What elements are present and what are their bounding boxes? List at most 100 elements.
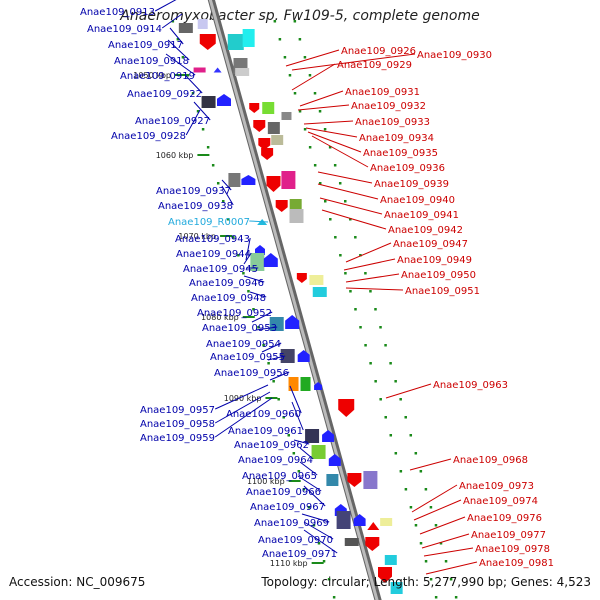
gene-label-left[interactable]: Anae109_0957 <box>140 405 215 416</box>
gene-label-left[interactable]: Anae109_0919 <box>120 71 195 82</box>
gene-label-left[interactable]: Anae109_R0007 <box>168 217 250 228</box>
gene-label-left[interactable]: Anae109_0922 <box>127 89 202 100</box>
track-tick <box>186 74 190 77</box>
gene-label-left[interactable]: Anae109_0952 <box>197 308 272 319</box>
track-tick <box>303 56 307 59</box>
gene-label-left[interactable]: Anae109_0959 <box>140 433 215 444</box>
gene-label-right[interactable]: Anae109_0968 <box>453 455 528 466</box>
gene-label-right[interactable]: Anae109_0977 <box>471 530 546 541</box>
gene-leader-line <box>291 63 336 91</box>
gene-label-right[interactable]: Anae109_0936 <box>370 163 445 174</box>
gene-feature <box>267 122 280 134</box>
gene-label-left[interactable]: Anae109_0927 <box>135 116 210 127</box>
gene-label-left[interactable]: Anae109_0970 <box>258 535 333 546</box>
gene-label-left[interactable]: Anae109_0938 <box>158 201 233 212</box>
gene-label-right[interactable]: Anae109_0963 <box>433 380 508 391</box>
gene-leader-line <box>245 237 251 261</box>
gene-label-right[interactable]: Anae109_0941 <box>384 210 459 221</box>
gene-label-left[interactable]: Anae109_0928 <box>111 131 186 142</box>
gene-label-left[interactable]: Anae109_0937 <box>156 186 231 197</box>
track-tick <box>293 20 297 23</box>
gene-label-left[interactable]: Anae109_0943 <box>175 234 250 245</box>
gene-label-left[interactable]: Anae109_0962 <box>234 440 309 451</box>
gene-leader-line <box>293 439 310 445</box>
track-tick <box>317 542 321 545</box>
gene-label-left[interactable]: Anae109_0960 <box>226 409 301 420</box>
gene-label-right[interactable]: Anae109_0940 <box>380 195 455 206</box>
track-tick <box>327 578 331 581</box>
track-tick <box>201 128 205 131</box>
gene-leader-line <box>291 53 416 71</box>
gene-label-right[interactable]: Anae109_0947 <box>393 239 468 250</box>
gene-label-right[interactable]: Anae109_0978 <box>475 544 550 555</box>
gene-feature <box>197 19 208 29</box>
gene-leader-line <box>303 521 334 540</box>
track-tick <box>364 272 367 275</box>
gene-label-right[interactable]: Anae109_0949 <box>397 255 472 266</box>
gene-label-right[interactable]: Anae109_0931 <box>345 87 420 98</box>
gene-label-left[interactable]: Anae109_0956 <box>214 368 289 379</box>
gene-label-right[interactable]: Anae109_0950 <box>401 270 476 281</box>
gene-label-left[interactable]: Anae109_0969 <box>254 518 329 529</box>
gene-feature <box>367 522 380 530</box>
gene-label-right[interactable]: Anae109_0934 <box>359 133 434 144</box>
track-tick <box>206 146 210 149</box>
gene-label-right[interactable]: Anae109_0933 <box>355 117 430 128</box>
gene-label-right[interactable]: Anae109_0929 <box>337 60 412 71</box>
gene-leader-line <box>303 529 338 554</box>
map-title: Anaeromyxobacter sp. Fw109-5, complete g… <box>120 8 480 24</box>
track-tick <box>419 542 423 545</box>
track-tick <box>222 200 225 203</box>
gene-label-left[interactable]: Anae109_0971 <box>262 549 337 560</box>
gene-label-left[interactable]: Anae109_0945 <box>183 264 258 275</box>
gene-label-right[interactable]: Anae109_0932 <box>351 101 426 112</box>
gene-label-right[interactable]: Anae109_0976 <box>467 513 542 524</box>
gene-label-left[interactable]: Anae109_0918 <box>114 56 189 67</box>
gene-leader-line <box>291 401 304 431</box>
gene-label-right[interactable]: Anae109_0973 <box>459 481 534 492</box>
gene-label-left[interactable]: Anae109_0967 <box>250 502 325 513</box>
gene-label-right[interactable]: Anae109_0926 <box>341 46 416 57</box>
gene-label-right[interactable]: Anae109_0942 <box>388 225 463 236</box>
gene-label-left[interactable]: Anae109_0955 <box>210 352 285 363</box>
track-tick <box>379 326 382 329</box>
track-tick <box>414 452 418 455</box>
gene-feature <box>338 399 355 417</box>
gene-label-left[interactable]: Anae109_0944 <box>176 249 251 260</box>
gene-label-left[interactable]: Anae109_0946 <box>189 278 264 289</box>
gene-label-left[interactable]: Anae109_0913 <box>80 7 155 18</box>
gene-leader-line <box>311 135 369 168</box>
gene-leader-line <box>221 179 232 191</box>
gene-label-left[interactable]: Anae109_0961 <box>228 426 303 437</box>
gene-label-left[interactable]: Anae109_0953 <box>202 323 277 334</box>
track-tick <box>374 380 377 383</box>
gene-label-right[interactable]: Anae109_0939 <box>374 179 449 190</box>
gene-label-right[interactable]: Anae109_0981 <box>479 558 554 569</box>
gene-label-left[interactable]: Anae109_0965 <box>242 471 317 482</box>
track-tick <box>332 596 336 599</box>
gene-label-left[interactable]: Anae109_0958 <box>140 419 215 430</box>
gene-label-left[interactable]: Anae109_0914 <box>87 24 162 35</box>
track-tick <box>354 236 357 239</box>
gene-label-left[interactable]: Anae109_0964 <box>238 455 313 466</box>
gene-leader-line <box>343 258 396 271</box>
track-tick <box>444 560 448 563</box>
gene-label-left[interactable]: Anae109_0917 <box>108 40 183 51</box>
track-tick <box>293 92 297 95</box>
track-tick <box>454 596 458 599</box>
gene-leader-line <box>193 101 211 121</box>
gene-leader-line <box>317 183 379 200</box>
gene-leader-line <box>345 242 392 263</box>
gene-feature <box>365 537 380 551</box>
gene-label-right[interactable]: Anae109_0974 <box>463 496 538 507</box>
track-tick <box>181 56 185 59</box>
gene-label-left[interactable]: Anae109_0948 <box>191 293 266 304</box>
gene-feature <box>275 200 288 212</box>
gene-label-right[interactable]: Anae109_0951 <box>405 286 480 297</box>
gene-label-right[interactable]: Anae109_0930 <box>417 50 492 61</box>
gene-label-right[interactable]: Anae109_0935 <box>363 148 438 159</box>
gene-label-left[interactable]: Anae109_0954 <box>206 339 281 350</box>
gene-label-left[interactable]: Anae109_0966 <box>246 487 321 498</box>
gene-feature <box>297 350 310 362</box>
gene-leader-line <box>425 561 478 575</box>
